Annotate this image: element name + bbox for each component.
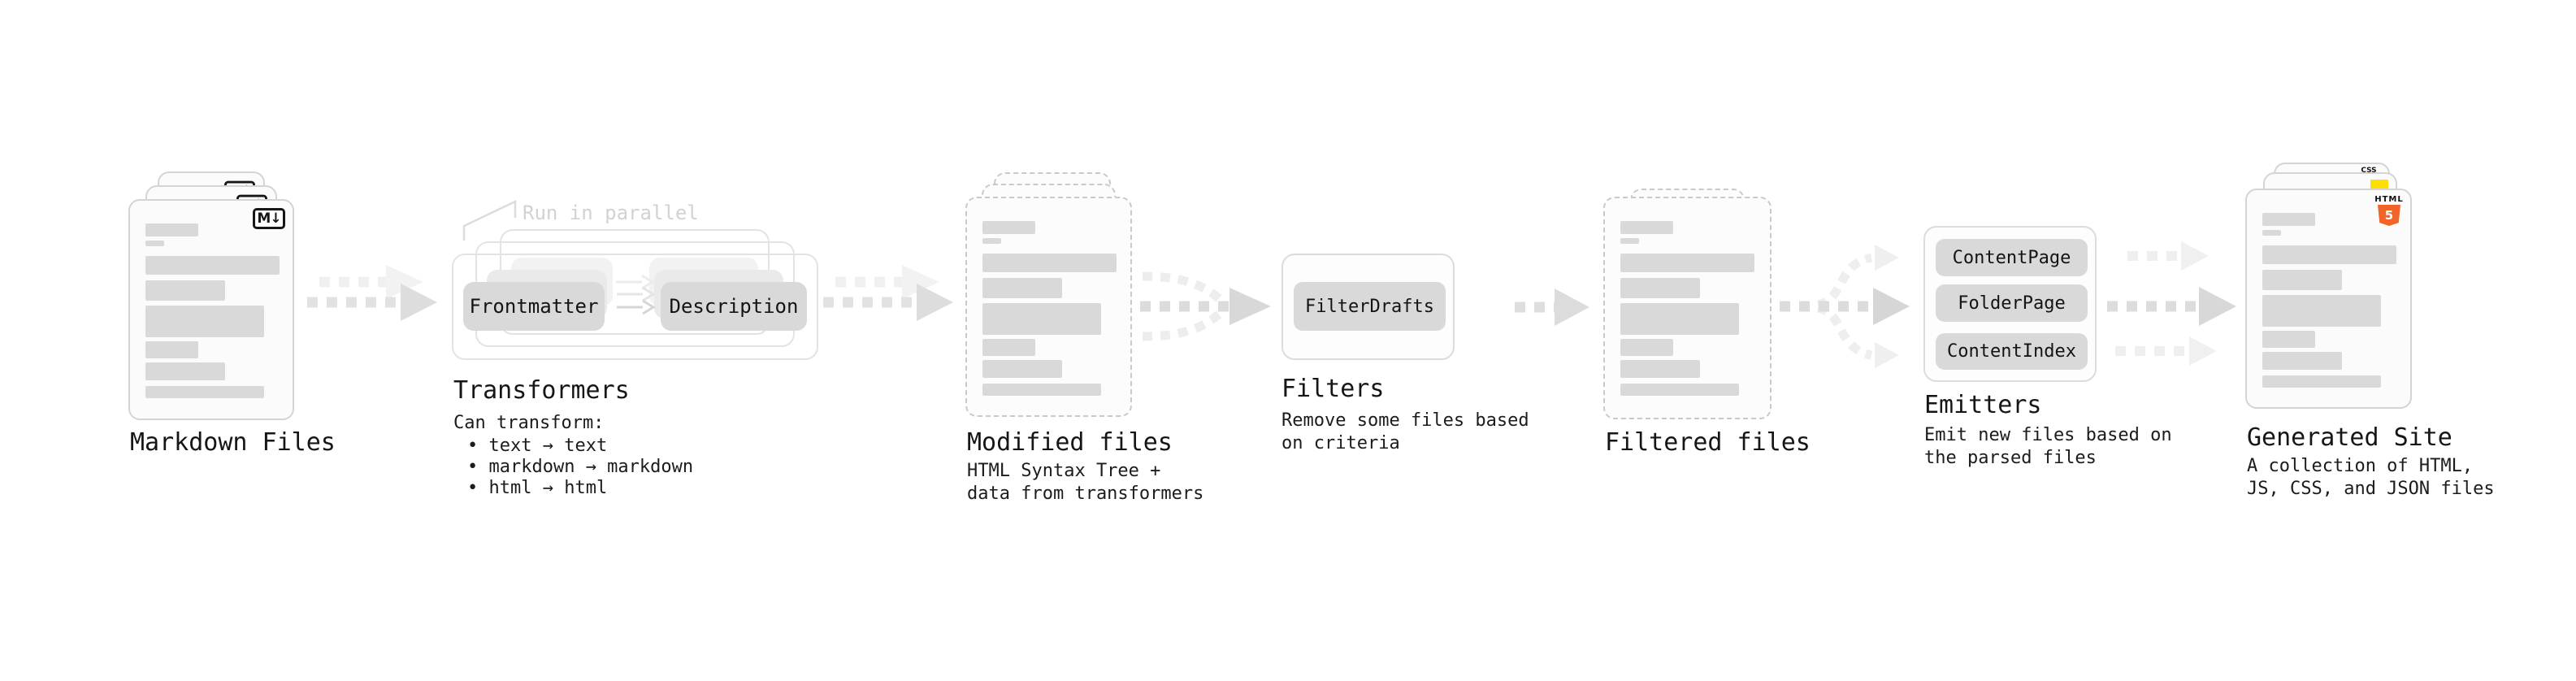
content-bar xyxy=(2262,375,2381,388)
content-bar xyxy=(1620,278,1700,298)
filters-description: Remove some files based on criteria xyxy=(1281,410,1529,453)
content-bar xyxy=(2262,245,2396,264)
emitters-description: Emit new files based on the parsed files xyxy=(1924,425,2172,468)
generated-site-label: Generated Site xyxy=(2247,423,2452,452)
content-bar xyxy=(1620,221,1673,234)
content-bar xyxy=(145,241,164,246)
html5-icon: HTML 5 xyxy=(2374,195,2404,226)
transformers-bullet: • text → text xyxy=(467,436,608,456)
filtered-files-label: Filtered files xyxy=(1605,428,1811,457)
content-bar xyxy=(1620,254,1754,272)
content-bar xyxy=(145,362,225,380)
modified-file-card-front xyxy=(965,197,1132,417)
content-bar xyxy=(145,256,280,275)
generated-site-description: A collection of HTML, JS, CSS, and JSON … xyxy=(2247,456,2495,499)
content-bar xyxy=(2262,331,2315,348)
run-in-parallel-note: Run in parallel xyxy=(523,202,699,224)
content-bar xyxy=(145,386,264,398)
generated-site-stack: CSS HTML 5 xyxy=(2245,163,2412,409)
modified-files-stack xyxy=(965,172,1132,417)
content-bar xyxy=(982,384,1101,396)
content-bar xyxy=(1620,303,1739,335)
transform-arrow-icon xyxy=(616,299,656,314)
content-bar xyxy=(982,360,1062,378)
content-bar xyxy=(145,223,198,236)
content-bar xyxy=(1620,360,1700,378)
arrow-modified-to-filters xyxy=(1140,271,1271,341)
transformers-bullet: • html → html xyxy=(467,478,608,498)
html5-icon-shield: 5 xyxy=(2378,205,2400,226)
content-bar xyxy=(145,280,225,301)
arrow-filters-to-filtered xyxy=(1515,288,1589,326)
document-content-placeholder xyxy=(1620,221,1754,396)
content-bar xyxy=(1620,384,1739,396)
pill-filter-drafts: FilterDrafts xyxy=(1294,282,1446,331)
content-bar xyxy=(2262,295,2381,327)
content-bar xyxy=(145,306,264,337)
css-icon-label: CSS xyxy=(2361,167,2377,175)
markdown-icon: M↓ xyxy=(253,208,285,229)
pill-content-page: ContentPage xyxy=(1936,239,2088,276)
transformers-note: Can transform: xyxy=(453,413,605,433)
document-content-placeholder xyxy=(2262,213,2396,388)
filters-box: FilterDrafts xyxy=(1281,254,1455,360)
document-content-placeholder xyxy=(145,223,280,398)
pill-frontmatter: Frontmatter xyxy=(463,282,605,331)
content-bar xyxy=(1620,238,1639,244)
document-content-placeholder xyxy=(982,221,1117,396)
transform-arrow-icon xyxy=(616,274,655,290)
content-bar xyxy=(145,341,198,358)
content-bar xyxy=(2262,270,2342,290)
arrow-transformers-to-modified xyxy=(823,265,953,321)
pill-content-index: ContentIndex xyxy=(1936,333,2088,370)
markdown-files-stack: M↓ M↓ M↓ xyxy=(128,171,294,420)
arrow-emitters-to-site xyxy=(2107,241,2236,366)
filtered-files-stack xyxy=(1603,189,1772,419)
markdown-file-card-front: M↓ xyxy=(128,199,294,420)
content-bar xyxy=(2262,230,2281,236)
js-icon xyxy=(2370,180,2388,189)
content-bar xyxy=(2262,213,2315,226)
html-file-card: HTML 5 xyxy=(2245,189,2412,409)
filters-label: Filters xyxy=(1281,375,1385,403)
content-bar xyxy=(982,339,1035,356)
arrow-markdown-to-transformers xyxy=(307,265,437,321)
content-bar xyxy=(982,238,1001,244)
filtered-file-card-front xyxy=(1603,197,1772,419)
run-in-parallel-callout-line xyxy=(462,200,517,241)
transformers-bullet: • markdown → markdown xyxy=(467,457,694,477)
markdown-files-label: Markdown Files xyxy=(130,428,336,457)
content-bar xyxy=(982,303,1101,335)
modified-files-description: HTML Syntax Tree + data from transformer… xyxy=(967,461,1204,504)
content-bar xyxy=(1620,339,1673,356)
content-bar xyxy=(982,254,1117,272)
pill-folder-page: FolderPage xyxy=(1936,284,2088,322)
content-bar xyxy=(982,221,1035,234)
emitters-box: ContentPage FolderPage ContentIndex xyxy=(1923,226,2097,382)
arrow-filtered-to-emitters xyxy=(1780,245,1910,368)
content-bar xyxy=(2262,352,2342,370)
content-bar xyxy=(982,278,1062,298)
transformers-layer-front: Frontmatter Description xyxy=(452,254,818,360)
transformers-label: Transformers xyxy=(453,376,630,405)
modified-files-label: Modified files xyxy=(967,428,1173,457)
transform-arrow-icon xyxy=(616,286,656,302)
emitters-label: Emitters xyxy=(1924,391,2042,419)
html5-icon-label: HTML xyxy=(2374,195,2404,204)
pill-description: Description xyxy=(661,282,807,331)
